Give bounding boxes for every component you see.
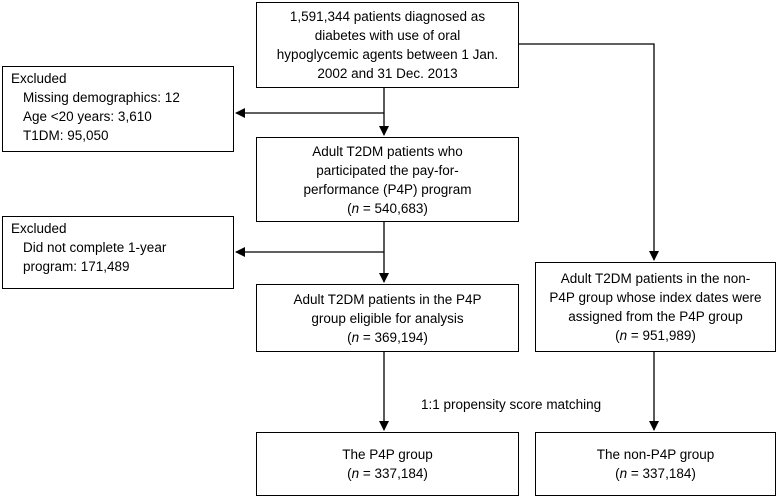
non-p4p-group-n-label: n <box>619 466 628 481</box>
participants-n-label: n <box>351 200 360 216</box>
participants-line-2: participated the pay-for- <box>316 162 459 178</box>
p4p-group-n-value: = 337,184) <box>359 466 428 481</box>
eligible-line-1: Adult T2DM patients in the P4P <box>293 291 482 307</box>
excluded-1-item-1: Missing demographics: 12 <box>23 90 180 105</box>
pool-line-1: Adult T2DM patients in the non- <box>560 271 751 286</box>
excluded-box-1: Excluded Missing demographics: 12 Age <2… <box>2 66 234 152</box>
non-p4p-group-title: The non-P4P group <box>596 447 715 462</box>
excluded-2-item-2: program: 171,489 <box>23 259 130 274</box>
participants-line-1: Adult T2DM patients who <box>312 143 463 159</box>
non-p4p-group-n-value: = 337,184) <box>627 466 696 481</box>
start-line-3: hypoglycemic agents between 1 Jan. <box>276 47 499 62</box>
p4p-group-count: (n = 337,184) <box>347 466 428 481</box>
start-line-2: diabetes with use of oral <box>314 28 461 43</box>
p4p-eligible-box: Adult T2DM patients in the P4P group eli… <box>256 284 519 352</box>
excluded-2-item-1: Did not complete 1-year <box>23 240 167 255</box>
pool-line-3: assigned from the P4P group <box>568 309 743 324</box>
participants-line-3: performance (P4P) program <box>303 181 472 197</box>
start-line-1: 1,591,344 patients diagnosed as <box>289 9 486 24</box>
matching-label: 1:1 propensity score matching <box>421 397 602 412</box>
p4p-group-title: The P4P group <box>342 447 433 462</box>
excluded-1-item-3: T1DM: 95,050 <box>23 128 109 143</box>
participants-n-value: = 540,683) <box>359 200 428 216</box>
start-box: 1,591,344 patients diagnosed as diabetes… <box>256 2 519 88</box>
non-p4p-group-box: The non-P4P group (n = 337,184) <box>535 432 776 496</box>
pool-n-label: n <box>619 328 628 343</box>
eligible-n-value: = 369,194) <box>359 329 428 345</box>
pool-line-2: P4P group whose index dates were <box>549 290 762 305</box>
pool-n-value: = 951,989) <box>627 328 696 343</box>
non-p4p-pool-box: Adult T2DM patients in the non- P4P grou… <box>535 262 776 352</box>
excluded-1-item-2: Age <20 years: 3,610 <box>23 109 152 124</box>
start-line-4: 2002 and 31 Dec. 2013 <box>317 66 458 81</box>
p4p-group-n-label: n <box>351 466 360 481</box>
p4p-participants-box: Adult T2DM patients who participated the… <box>256 137 519 222</box>
excluded-1-title: Excluded <box>11 71 67 86</box>
eligible-line-2: group eligible for analysis <box>311 310 464 326</box>
eligible-n-label: n <box>351 329 360 345</box>
arrow-start-to-non-p4p <box>519 43 659 261</box>
p4p-group-box: The P4P group (n = 337,184) <box>256 432 519 496</box>
excluded-box-2: Excluded Did not complete 1-year program… <box>2 216 234 289</box>
excluded-2-title: Excluded <box>11 221 67 236</box>
eligible-count: (n = 369,194) <box>347 329 428 345</box>
pool-count: (n = 951,989) <box>615 328 696 343</box>
participants-count: (n = 540,683) <box>347 200 428 216</box>
non-p4p-group-count: (n = 337,184) <box>615 466 696 481</box>
